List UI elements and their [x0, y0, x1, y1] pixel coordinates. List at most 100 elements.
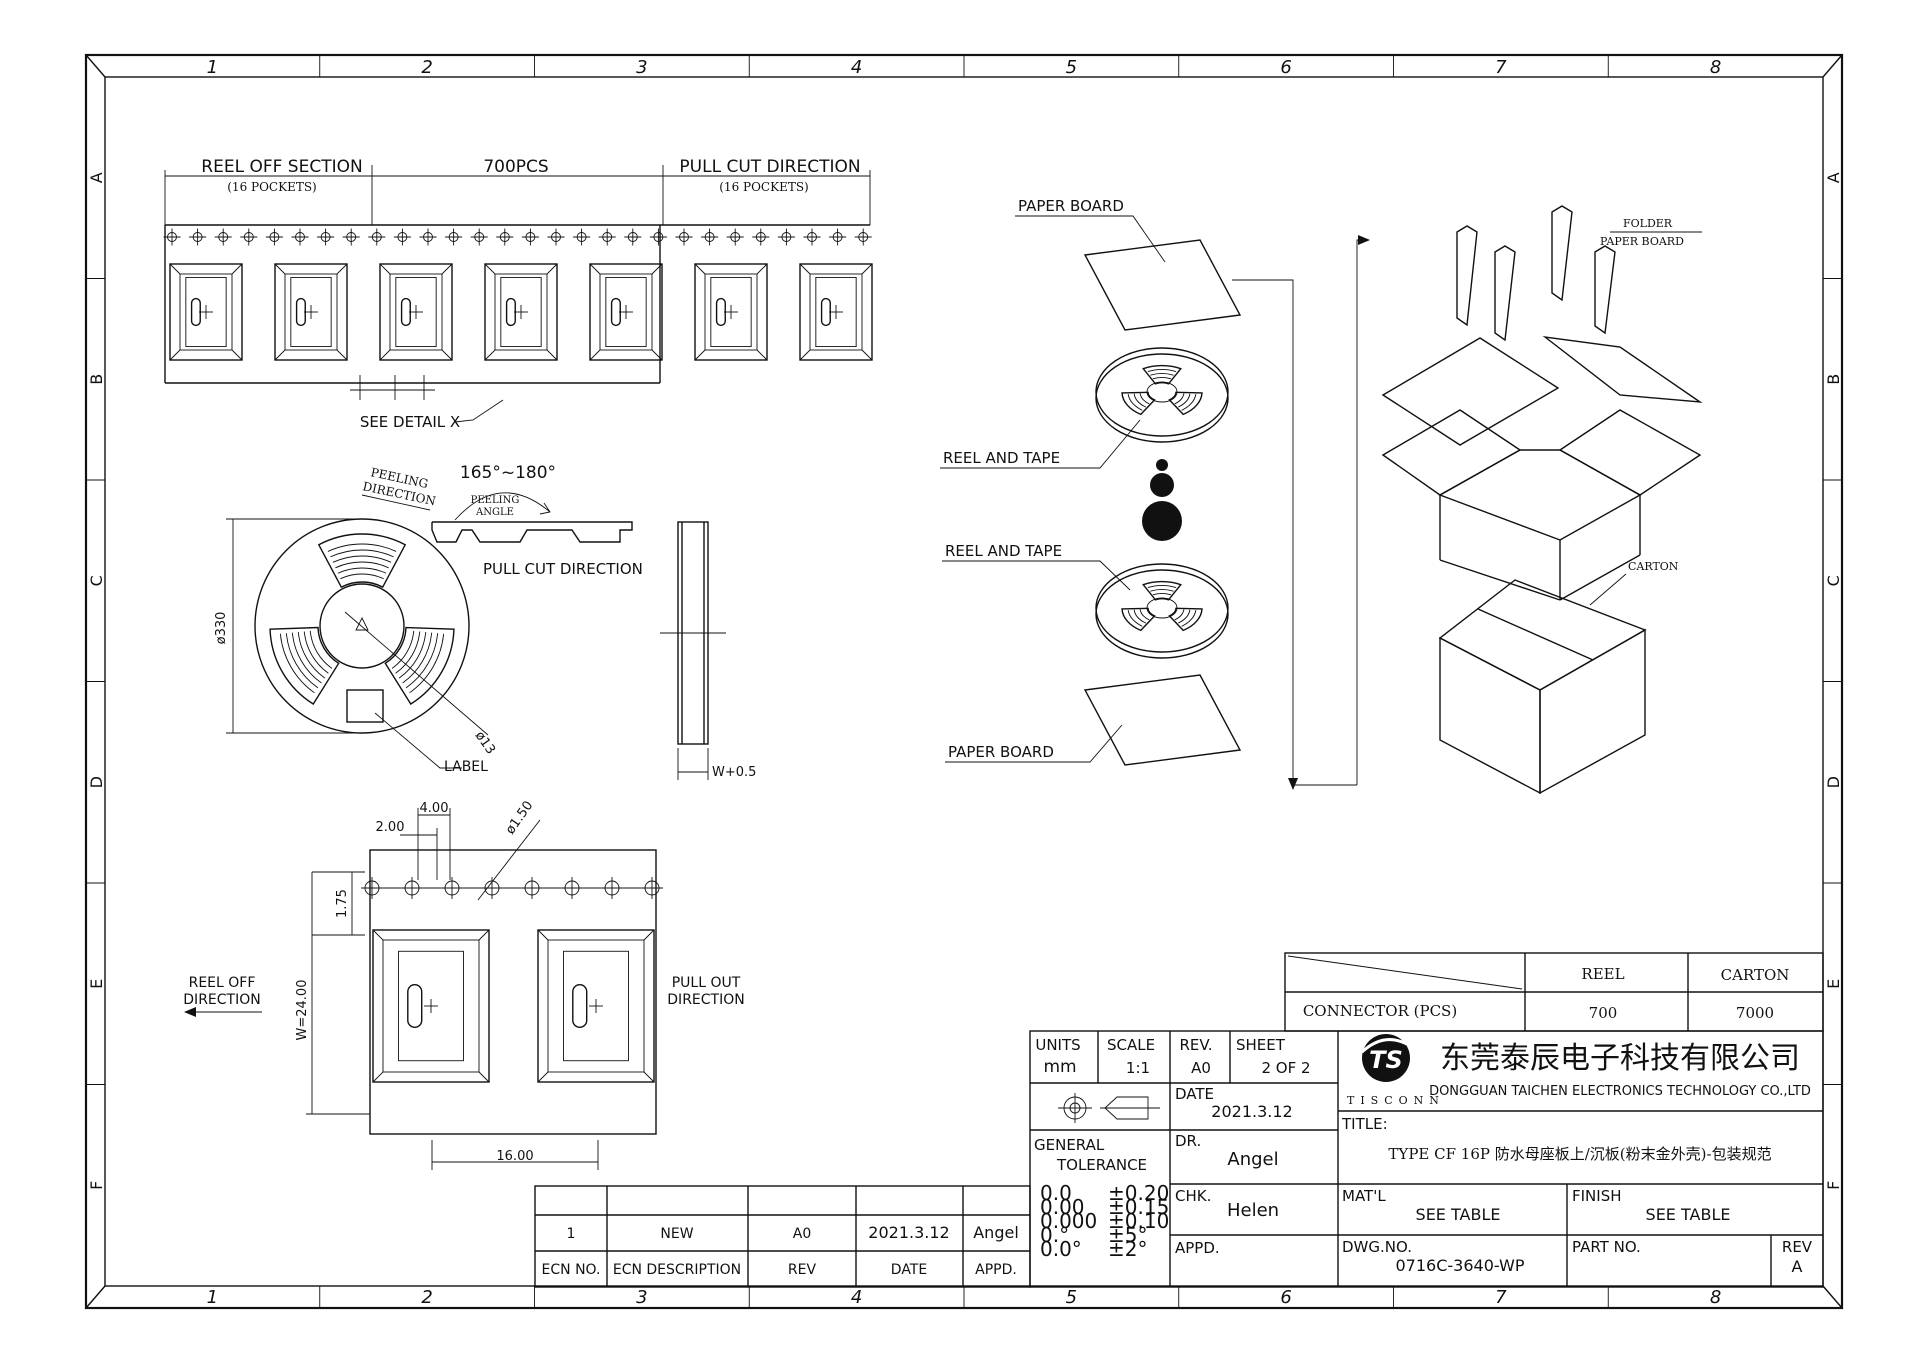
- revision-header-3: DATE: [891, 1262, 927, 1278]
- edge-distance-label: 1.75: [335, 889, 350, 918]
- revision-cell-0-0: 1: [567, 1226, 576, 1242]
- zone-row-left-B: B: [87, 374, 106, 385]
- reel-front-ring: [332, 555, 392, 563]
- tape-pocket-6-inner: [809, 273, 863, 351]
- tape-pocket-6-c3: [799, 349, 811, 361]
- quantity-label: 700PCS: [483, 157, 548, 177]
- tape-pocket-1: [274, 263, 348, 361]
- detail-x-view: 2.00 4.00 ø1.50 1.75 W=24.00 16.00 REEL …: [183, 798, 745, 1170]
- zone-row-right-F: F: [1824, 1181, 1843, 1190]
- date-label: DATE: [1175, 1085, 1214, 1103]
- reel-front-ring: [291, 632, 322, 684]
- tape-pocket-5-c1: [694, 263, 706, 275]
- units-value: mm: [1043, 1057, 1076, 1077]
- tolerance-dim-1: 0.00: [1040, 1195, 1085, 1219]
- detail-pocket-left: [372, 929, 490, 1083]
- tape-pocket-5-c3: [694, 349, 706, 361]
- zone-column-top-3: 3: [636, 57, 647, 78]
- company-name-en: DONGGUAN TAICHEN ELECTRONICS TECHNOLOGY …: [1429, 1084, 1811, 1099]
- tolerance-dim-3: 0.°: [1040, 1223, 1069, 1247]
- tape-pocket-6-body: [815, 276, 857, 348]
- matl-value: SEE TABLE: [1416, 1205, 1501, 1224]
- tape-pocket-4-body: [605, 276, 647, 348]
- carton-label: CARTON: [1628, 560, 1679, 573]
- qty-row-label: CONNECTOR (PCS): [1303, 1002, 1457, 1020]
- scale-value: 1:1: [1126, 1059, 1150, 1077]
- projection-symbol: [1058, 1093, 1160, 1123]
- brand-name: TISCONN: [1347, 1094, 1445, 1107]
- reel-front-ring: [279, 633, 315, 694]
- rev2-label: REV: [1782, 1238, 1813, 1256]
- sprocket-holes: [163, 228, 872, 246]
- units-label: UNITS: [1035, 1036, 1080, 1054]
- zone-column-top-6: 6: [1280, 57, 1291, 78]
- general-label-1: GENERAL: [1034, 1136, 1105, 1154]
- tolerance-value-2: ±0.10: [1108, 1209, 1169, 1233]
- reel-front-ring: [409, 633, 445, 694]
- zone-column-top-1: 1: [207, 57, 218, 78]
- tape-pocket-1-inner: [284, 273, 338, 351]
- qty-reel-value: 700: [1589, 1004, 1618, 1022]
- zone-row-left-E: E: [87, 979, 106, 989]
- tape-pocket-4-inner: [599, 273, 653, 351]
- tolerance-dim-2: 0.000: [1040, 1209, 1097, 1233]
- finish-value: SEE TABLE: [1646, 1205, 1731, 1224]
- zone-row-left-F: F: [87, 1181, 106, 1190]
- tape-pocket-0-slot: [190, 297, 201, 327]
- revision-cell-0-2: A0: [793, 1226, 811, 1242]
- pull-out-direction-label-1: PULL OUT: [672, 975, 741, 991]
- reel-off-pockets-label: (16 POCKETS): [227, 180, 317, 194]
- tape-pocket-2-body: [395, 276, 437, 348]
- reel-front-ring: [327, 543, 397, 552]
- detail-pocket-right: [537, 929, 655, 1083]
- detail-pocket-right-c3: [537, 1071, 549, 1083]
- zone-column-top-5: 5: [1066, 57, 1077, 78]
- detail-pocket-left-c3: [372, 1071, 384, 1083]
- zone-column-bottom-2: 2: [421, 1287, 432, 1308]
- reel-front-ring: [398, 632, 427, 679]
- zone-column-bottom-7: 7: [1495, 1287, 1507, 1308]
- scale-label: SCALE: [1107, 1036, 1155, 1054]
- dr-label: DR.: [1175, 1132, 1201, 1150]
- reel-and-tape-label-1: REEL AND TAPE: [943, 449, 1060, 467]
- zone-row-left-A: A: [87, 172, 106, 183]
- tape-pocket-4-c3: [589, 349, 601, 361]
- title-label: TITLE:: [1341, 1115, 1388, 1133]
- tape-pocket-0-c3: [169, 349, 181, 361]
- reel-front-ring: [337, 567, 387, 574]
- revision-header-4: APPD.: [975, 1262, 1017, 1278]
- tape-pocket-5-c4: [756, 349, 768, 361]
- revision-header-2: REV: [788, 1262, 817, 1278]
- title-block: UNITS mm SCALE 1:1 REV. A0 SHEET 2 OF 2 …: [1029, 1030, 1824, 1288]
- pull-out-direction-label-2: DIRECTION: [667, 992, 744, 1008]
- date-value: 2021.3.12: [1211, 1102, 1292, 1121]
- tape-pocket-2-c4: [441, 349, 453, 361]
- zone-column-bottom-5: 5: [1066, 1287, 1077, 1308]
- qty-col-carton: CARTON: [1721, 966, 1790, 984]
- reel2-ring: [1133, 609, 1146, 624]
- tape-pocket-3-body: [500, 276, 542, 348]
- reel2-ring: [1147, 585, 1177, 589]
- folder-paper-boards: [1456, 205, 1616, 342]
- tape-pocket-3: [484, 263, 558, 361]
- qty-carton-value: 7000: [1736, 1004, 1774, 1022]
- reel1-ring: [1150, 373, 1174, 376]
- reel-1-spokes: [1121, 364, 1203, 416]
- revision-header-1: ECN DESCRIPTION: [613, 1262, 741, 1278]
- tape-pocket-1-body: [290, 276, 332, 348]
- label-callout: LABEL: [444, 759, 488, 775]
- pitch-small-label: 2.00: [376, 820, 405, 835]
- reel-front-ring: [395, 631, 421, 674]
- tolerance-dim-0: 0.0: [1040, 1181, 1072, 1205]
- tape-pocket-0-inner: [179, 273, 233, 351]
- revision-cell-0-3: 2021.3.12: [868, 1223, 949, 1242]
- tape-pocket-2-c2: [441, 263, 453, 275]
- detail-pocket-left-slot: [407, 984, 423, 1028]
- revision-cell-0-1: NEW: [660, 1226, 693, 1242]
- reel-width-label: W+0.5: [712, 765, 756, 780]
- packing-sequence: PAPER BOARD REEL AND TAPE REEL AND TAPE …: [940, 197, 1370, 790]
- reel-and-tape-label-2: REEL AND TAPE: [945, 542, 1062, 560]
